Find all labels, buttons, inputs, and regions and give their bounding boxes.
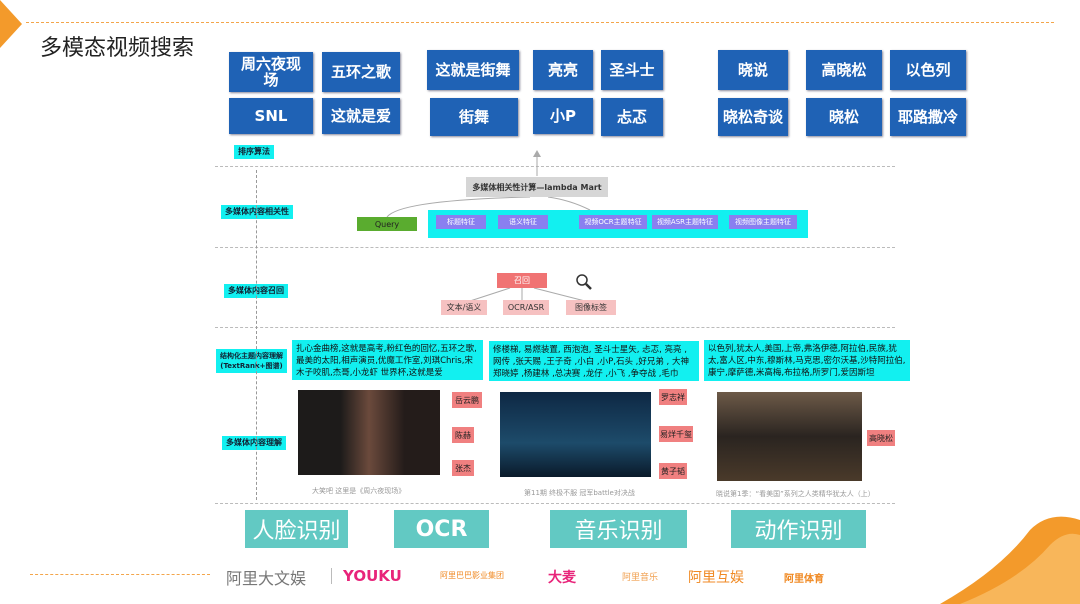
video-caption: 第11期 终极不服 冠军battle对决战 bbox=[524, 489, 635, 497]
keyword-box: 高晓松 bbox=[806, 50, 882, 90]
corner-wave-decoration bbox=[940, 516, 1080, 604]
recall-child: 图像标签 bbox=[566, 300, 616, 315]
keyword-box: SNL bbox=[229, 98, 313, 134]
topic-box: 以色列,犹太人,美国,上帝,弗洛伊德,阿拉伯,民族,犹太,富人区,中东,穆斯林,… bbox=[704, 340, 910, 381]
keyword-box: 亮亮 bbox=[533, 50, 593, 90]
logo-youku: YOUKU bbox=[343, 567, 402, 585]
face-tag: 罗志祥 bbox=[659, 389, 687, 405]
divider bbox=[215, 327, 895, 328]
logo-ali-sports: 阿里体育 bbox=[784, 574, 824, 585]
keyword-box: 街舞 bbox=[430, 98, 518, 136]
keyword-box: 这就是街舞 bbox=[427, 50, 519, 90]
keyword-box: 耶路撒冷 bbox=[890, 98, 966, 136]
logo-alibaba-entertainment: 阿里大文娱 bbox=[226, 569, 307, 588]
video-thumbnail[interactable] bbox=[717, 392, 862, 481]
face-tag: 高晓松 bbox=[867, 430, 895, 446]
feature-panel: 标题特征 语义特征 视频OCR主题特征 视频ASR主题特征 视频图像主题特征 bbox=[428, 210, 808, 238]
feature-pill: 视频ASR主题特征 bbox=[652, 215, 718, 229]
keyword-box: 周六夜现场 bbox=[229, 52, 313, 92]
feature-pill: 语义特征 bbox=[498, 215, 548, 229]
divider bbox=[30, 574, 210, 575]
feature-pill: 视频OCR主题特征 bbox=[579, 215, 647, 229]
layer-arrow bbox=[256, 170, 257, 500]
keyword-box: 晓松奇谈 bbox=[718, 98, 788, 136]
recall-child: 文本/语义 bbox=[441, 300, 487, 315]
divider bbox=[215, 166, 895, 167]
face-tag: 黄子韬 bbox=[659, 463, 687, 479]
logo-alibaba-pictures: 阿里巴巴影业集团 bbox=[440, 571, 504, 580]
logo-damai: 大麦 bbox=[548, 570, 576, 586]
keyword-box: 这就是爱 bbox=[322, 98, 400, 134]
face-tag: 岳云鹏 bbox=[452, 392, 482, 408]
page-title: 多模态视频搜索 bbox=[40, 36, 195, 61]
capability-face: 人脸识别 bbox=[245, 510, 348, 548]
video-caption: 大笑吧 这里是《周六夜现场》 bbox=[312, 487, 406, 495]
layer-label-relevance: 多媒体内容相关性 bbox=[221, 205, 293, 219]
video-caption: 晓说第1季：“看美国”系列之人类精华犹太人（上） bbox=[716, 490, 875, 498]
video-thumbnail[interactable] bbox=[500, 392, 651, 477]
keyword-box: 圣斗士 bbox=[601, 50, 663, 90]
label-line: 结构化主题内容理解 bbox=[220, 352, 283, 360]
divider bbox=[215, 503, 895, 504]
label-line: (TextRank+图谱) bbox=[220, 362, 283, 370]
recall-box: 召回 bbox=[497, 273, 547, 288]
face-tag: 易烊千玺 bbox=[659, 426, 693, 442]
divider bbox=[26, 22, 1054, 23]
layer-label-understanding: 多媒体内容理解 bbox=[222, 436, 286, 450]
keyword-box: 忐忑 bbox=[601, 98, 663, 136]
capability-music: 音乐识别 bbox=[550, 510, 687, 548]
layer-label-structured: 结构化主题内容理解 (TextRank+图谱) bbox=[216, 349, 287, 373]
capability-action: 动作识别 bbox=[731, 510, 866, 548]
layer-label-ranking: 排序算法 bbox=[234, 145, 274, 159]
capability-ocr: OCR bbox=[394, 510, 489, 548]
keyword-box: 小P bbox=[533, 98, 593, 134]
keyword-box: 晓松 bbox=[806, 98, 882, 136]
logo-ali-music: 阿里音乐 bbox=[622, 573, 659, 583]
divider bbox=[215, 247, 895, 248]
keyword-box: 以色列 bbox=[890, 50, 966, 90]
keyword-box: 五环之歌 bbox=[322, 52, 400, 92]
search-icon bbox=[576, 274, 592, 290]
face-tag: 陈赫 bbox=[452, 427, 474, 443]
topic-box: 修楼梯, 易燃装置, 西泡泡, 圣斗士星矢, 忐忑, 亮亮 ,网传 ,张天赐 ,… bbox=[489, 341, 699, 381]
feature-pill: 视频图像主题特征 bbox=[729, 215, 797, 229]
face-tag: 张杰 bbox=[452, 460, 474, 476]
lambda-mart-box: 多媒体相关性计算—lambda Mart bbox=[466, 177, 608, 197]
video-thumbnail[interactable] bbox=[298, 390, 440, 475]
query-box: Query bbox=[357, 217, 417, 231]
logo-divider bbox=[331, 568, 332, 584]
recall-child: OCR/ASR bbox=[503, 300, 549, 315]
logo-ali-games: 阿里互娱 bbox=[688, 570, 744, 586]
keyword-box: 晓说 bbox=[718, 50, 788, 90]
topic-box: 扎心金曲榜,这就是高考,粉红色的回忆,五环之歌,最美的太阳,相声演员,优魔工作室… bbox=[292, 340, 483, 380]
corner-decoration bbox=[0, 0, 22, 48]
feature-pill: 标题特征 bbox=[436, 215, 486, 229]
